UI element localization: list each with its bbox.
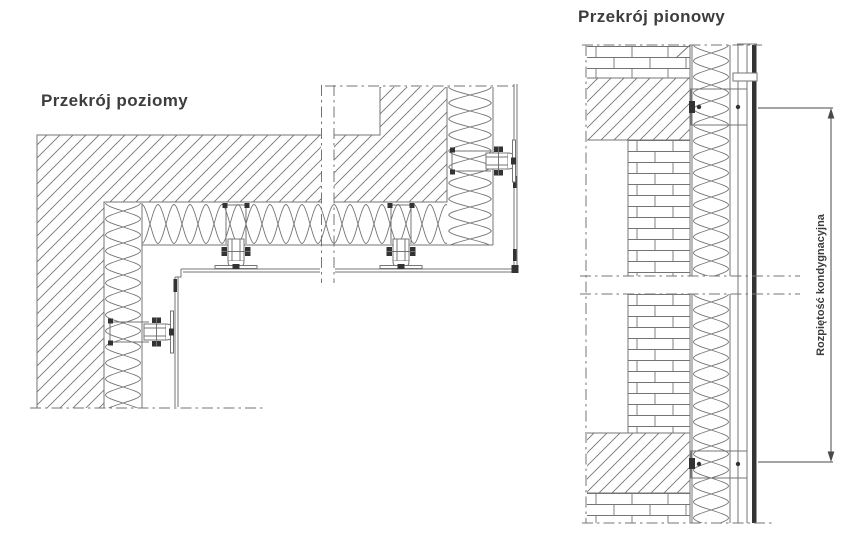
horizontal-section-title: Przekrój poziomy xyxy=(41,91,189,110)
arrow-up xyxy=(827,108,835,119)
mineral-wool-insulation xyxy=(691,45,731,523)
vertical-section-title: Przekrój pionowy xyxy=(578,7,726,26)
facade-panel xyxy=(752,45,757,523)
panel-joint xyxy=(732,72,758,82)
arrow-down xyxy=(827,451,835,462)
panel-joint-mark xyxy=(513,249,517,261)
vertical-section-drawing xyxy=(580,43,835,524)
horizontal-section-drawing xyxy=(30,84,519,409)
concrete-floor-slabs xyxy=(587,77,690,494)
wall-concrete xyxy=(36,87,448,408)
panel-joint-mark xyxy=(173,279,177,292)
facade-corner-joint xyxy=(511,265,519,273)
section-break-lines xyxy=(580,44,800,524)
anchor xyxy=(689,101,695,113)
anchor xyxy=(689,458,695,469)
mineral-wool-insulation xyxy=(104,87,494,408)
storey-span-dimension xyxy=(758,107,835,463)
section-break-lines xyxy=(30,85,517,409)
fixing-brackets xyxy=(689,88,748,479)
